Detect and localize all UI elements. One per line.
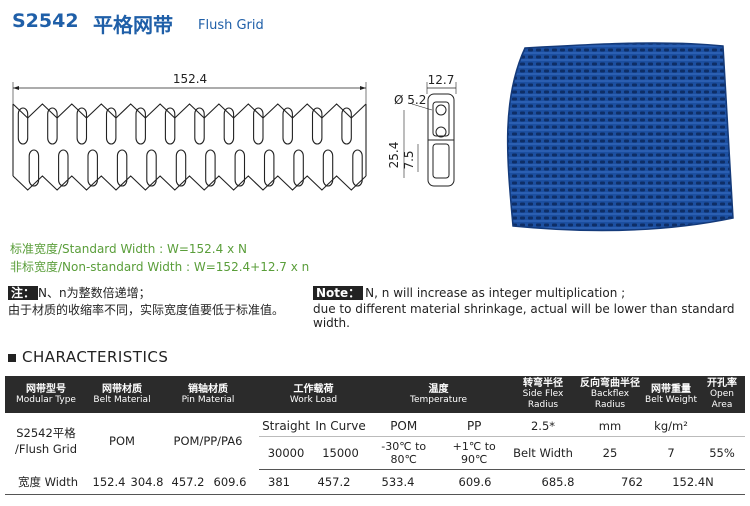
note-en-label: Note：: [313, 286, 364, 300]
belt-top-view: [12, 103, 367, 191]
note-en-line1: N, n will increase as integer multiplica…: [365, 286, 626, 300]
cell-belt-material: POM: [109, 434, 135, 449]
cell-load-straight: 30000: [259, 436, 314, 470]
cell-side-flex-top: 2.5*: [530, 419, 556, 433]
cell-pin-material: POM/PP/PA6: [173, 434, 243, 449]
cell-empty: [699, 413, 745, 437]
width-value: 304.8: [130, 475, 164, 489]
width-value: 381: [268, 475, 290, 489]
cell-straight-label: Straight: [262, 419, 310, 433]
cell-curve-label: In Curve: [315, 419, 366, 433]
width-value: 152.4: [92, 475, 126, 489]
cell-temp-pom: -30℃ to 80℃: [368, 436, 440, 470]
product-name-en: Flush Grid: [198, 18, 264, 33]
standard-width: 标准宽度/Standard Width : W=152.4 x N: [10, 242, 247, 256]
belt-photo: [506, 42, 734, 232]
cell-side-flex-bottom: Belt Width: [509, 436, 577, 470]
pitch-dimension: 25.4: [387, 142, 401, 169]
belt-side-view: [427, 93, 455, 187]
width-dimension: 152.4: [173, 72, 207, 86]
cell-backflex: 25: [577, 436, 643, 470]
width-value: 457.2: [171, 475, 205, 489]
side-width-dimension: 12.7: [428, 73, 455, 87]
note-en: Note：N, n will increase as integer multi…: [313, 284, 625, 301]
note-cn-line2: 由于材质的收缩率不同，实际宽度值要低于标准值。: [8, 303, 285, 317]
characteristics-title: CHARACTERISTICS: [22, 348, 169, 366]
cell-temp-pp-label: PP: [466, 419, 482, 433]
characteristics-heading: CHARACTERISTICS: [8, 348, 168, 366]
width-row: 宽度 Width 152.4 304.8 457.2 609.6 381 457…: [5, 469, 745, 495]
product-code: S2542: [12, 10, 79, 32]
width-value: 762: [621, 475, 643, 489]
width-value: 609.6: [213, 475, 247, 489]
heading-bullet: [8, 353, 16, 362]
note-en-line2: due to different material shrinkage, act…: [313, 302, 735, 330]
nonstandard-width: 非标宽度/Non-standard Width : W=152.4+12.7 x…: [10, 260, 310, 274]
width-value: 685.8: [541, 475, 575, 489]
width-value: 609.6: [458, 475, 492, 489]
table-row: 30000 15000 -30℃ to 80℃ +1℃ to 90℃ Belt …: [5, 436, 745, 470]
cell-temp-pp: +1℃ to 90℃: [439, 436, 509, 470]
width-row-label: 宽度 Width: [17, 475, 79, 489]
cell-open-area: 55%: [699, 436, 745, 470]
width-value: 533.4: [381, 475, 415, 489]
hole-diameter: Ø 5.2: [394, 93, 426, 107]
height-dimension: 7.5: [402, 150, 416, 169]
cell-load-curve: 15000: [313, 436, 369, 470]
note-cn-label: 注：: [8, 286, 39, 300]
width-value: 152.4N: [672, 475, 714, 489]
note-cn: 注：N、n为整数倍递增；: [8, 284, 151, 301]
cell-weight-unit: kg/m²: [654, 419, 688, 433]
width-row-cell: 宽度 Width 152.4 304.8 457.2 609.6 381 457…: [5, 469, 745, 495]
product-name-cn: 平格网带: [93, 13, 173, 37]
cell-temp-pom-label: POM: [390, 419, 418, 433]
cell-model: S2542平格/Flush Grid: [14, 426, 78, 457]
width-value: 457.2: [317, 475, 351, 489]
table-row: S2542平格/Flush Grid POM POM/PP/PA6 Straig…: [5, 413, 745, 456]
cell-weight: 7: [643, 436, 699, 470]
cell-backflex-unit: mm: [598, 419, 622, 433]
note-cn-line1: N、n为整数倍递增；: [38, 286, 151, 300]
belt-technical-drawing: 152.4 12.7 Ø 5.2 25.4 7.5: [12, 72, 457, 191]
